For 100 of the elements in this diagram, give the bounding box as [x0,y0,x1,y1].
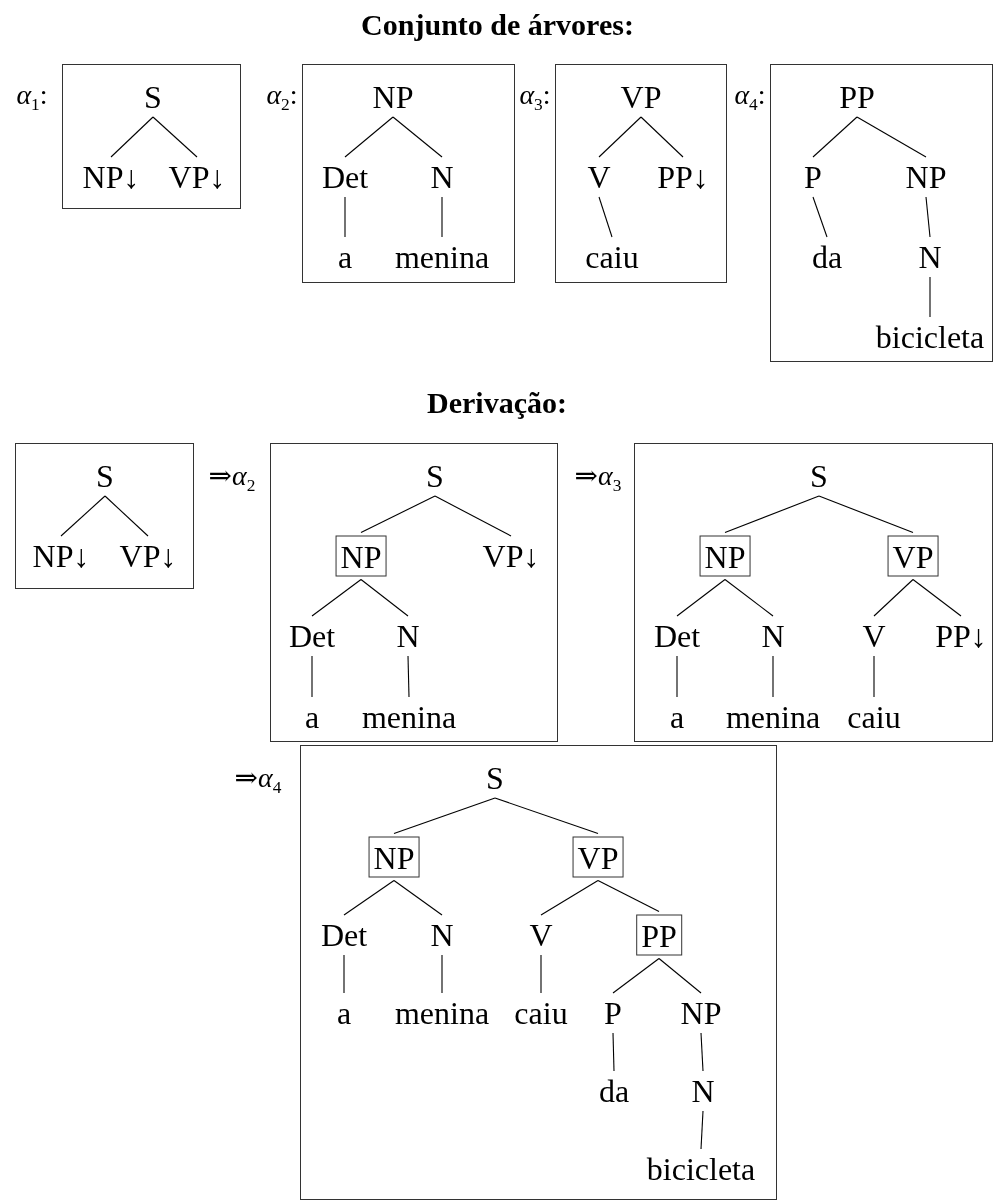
tree-branch-line [152,116,198,158]
tree-branch-line [360,495,436,534]
tree-node-label: menina [725,700,821,734]
tree-label: α$_{1}$: [16,80,48,114]
tree-branch-line [343,879,395,916]
tree-node-label: S [810,459,828,493]
tree-branch-line [441,196,443,238]
tree-branch-line [658,957,702,994]
tree-node-label: da [598,1074,630,1108]
tree-node-label: VP↓ [119,539,177,573]
tree-node-label: VP↓ [168,160,226,194]
tree-branch-line [818,495,914,534]
tree-node-label: N [396,619,420,653]
tree-node-label: Det [320,918,368,952]
tree-node-label: PP [641,918,677,953]
tree-node-label: caiu [514,996,568,1030]
tree-branch-line [540,954,542,994]
tree-node-label: NP↓ [82,160,140,194]
tree-node-label: S [486,761,504,795]
tree-node-label: V [862,619,886,653]
tree-node-label: da [811,240,843,274]
tree-node-label: N [430,918,454,952]
tree-node-label: NP↓ [32,539,90,573]
tree-node-label: VP [620,80,662,114]
tree-frame [302,64,515,283]
tree-branch-line [856,116,927,158]
tree-branch-line [441,954,443,994]
tree-node-label: P [804,160,822,194]
tree-branch-line [393,797,496,835]
tree-frame [62,64,241,209]
tree-node-label: caiu [847,700,901,734]
tree-label: ⇒α$_{4}$ [234,763,282,797]
tree-branch-line [812,116,858,158]
tree-branch-line [724,578,774,617]
tree-label: α$_{2}$: [266,80,298,114]
tree-node-label: S [96,459,114,493]
tree-branch-line [724,495,820,534]
tree-branch-line [676,655,678,698]
tree-node-label: a [669,700,685,734]
tree-node-label: N [761,619,785,653]
tree-branch-line [343,954,345,994]
tree-node-label: a [336,996,352,1030]
tree-node-label: caiu [585,240,639,274]
tree-node-label: NP [372,80,414,114]
tree-node-label: N [918,240,942,274]
tree-node-label: N [691,1074,715,1108]
tree-branch-line [311,578,362,617]
tree-node-label: menina [394,240,490,274]
tree-node-label: S [426,459,444,493]
tree-branch-line [104,495,149,537]
tree-frame [555,64,727,283]
tree-node-label: Det [321,160,369,194]
tree-node-label: S [144,80,162,114]
tree-node-label: bicicleta [646,1152,756,1186]
tree-node-label: Det [653,619,701,653]
tree-branch-line [392,116,443,158]
tree-frame [270,443,558,742]
tree-branch-line [540,879,599,916]
tree-node-label: Det [288,619,336,653]
tree-node-label: VP↓ [482,539,540,573]
tree-label: α$_{4}$: [734,80,766,114]
tree-label: ⇒α$_{3}$ [574,461,622,495]
tree-node-label: V [587,160,611,194]
tree-branch-line [700,1032,704,1072]
tree-node-label: bicicleta [875,320,985,354]
tree-branch-line [929,276,931,318]
tree-node-label: PP↓ [935,619,987,653]
tree-node-label: a [304,700,320,734]
tree-branch-line [612,1032,615,1072]
tree-branch-line [344,116,394,158]
tree-node-label: N [430,160,454,194]
tree-branch-line [60,495,106,537]
tree-branch-line [494,797,599,835]
tree-branch-line [598,116,642,158]
tree-branch-line [393,879,443,916]
tree-frame [634,443,993,742]
tree-node-label: VP [577,840,619,875]
heading: Conjunto de árvores: [360,8,635,41]
tree-frame [300,745,777,1200]
tree-node-label: NP [680,996,722,1030]
tree-branch-line [812,196,828,238]
tree-node-label: P [604,996,622,1030]
tree-node-label: V [529,918,553,952]
tree-branch-line [873,578,914,617]
tree-label: ⇒α$_{2}$ [208,461,256,495]
tree-node-label: PP↓ [657,160,709,194]
tree-branch-line [612,957,660,994]
tree-branch-line [640,116,684,158]
tree-branch-line [676,578,726,617]
tree-node-label: NP [905,160,947,194]
tree-branch-line [597,879,660,913]
heading: Derivação: [427,385,567,419]
tree-frame [770,64,993,362]
tree-branch-line [434,495,512,537]
tree-branch-line [912,578,962,617]
tree-branch-line [407,655,410,698]
tree-branch-line [925,196,931,238]
tree-branch-line [772,655,774,698]
tree-frame [15,443,194,589]
tree-node-label: VP [892,539,934,574]
